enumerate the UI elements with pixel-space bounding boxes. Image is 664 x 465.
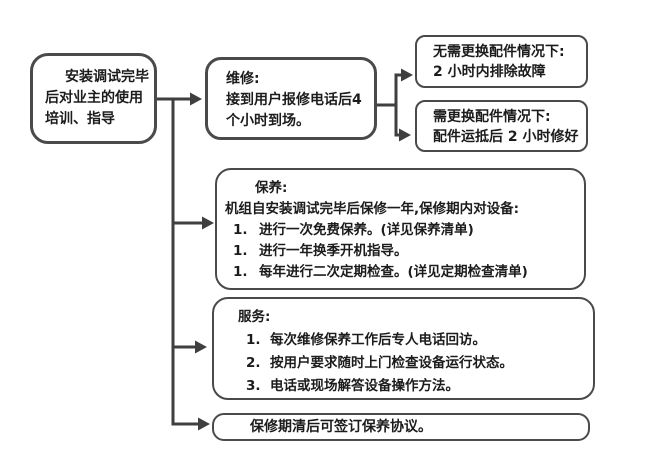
node-text-line: 个小时到场。 <box>226 113 310 129</box>
list-item-text: 按用户要求随时上门检查设备运行状态。 <box>270 355 513 371</box>
node-intro: 机组自安装调试完毕后保修一年,保修期内对设备: <box>225 201 520 217</box>
node-no-parts-case: 无需更换配件情况下: 2 小时内排除故障 <box>415 35 588 88</box>
node-text-line: 配件运抵后 2 小时修好 <box>433 129 579 145</box>
list-item-number: 2. <box>246 355 261 371</box>
node-title: 保养: <box>255 180 288 196</box>
node-text-line: 无需更换配件情况下: <box>433 44 565 60</box>
node-text-line: 保修期清后可签订保养协议。 <box>250 419 432 435</box>
node-text-line: 2 小时内排除故障 <box>433 64 546 80</box>
node-maintenance-agreement: 保修期清后可签订保养协议。 <box>212 413 590 441</box>
list-item-number: 1. <box>233 264 248 280</box>
node-text-line: 需更换配件情况下: <box>433 109 551 125</box>
node-installation-training: 安装调试完毕 后对业主的使用 培训、指导 <box>30 53 157 144</box>
node-text-line: 接到用户报修电话后4 <box>226 92 362 108</box>
node-text-line: 后对业主的使用 <box>45 90 143 106</box>
node-maintenance: 保养: 机组自安装调试完毕后保修一年,保修期内对设备: 1. 进行一次免费保养。… <box>215 168 586 290</box>
list-item-number: 1. <box>233 243 248 259</box>
list-item-number: 1. <box>233 222 248 238</box>
list-item: 2. 按用户要求随时上门检查设备运行状态。 <box>214 352 593 375</box>
node-parts-case: 需更换配件情况下: 配件运抵后 2 小时修好 <box>415 100 588 152</box>
list-item-text: 进行一次免费保养。(详见保养清单) <box>259 222 474 238</box>
list-item: 1. 每年进行二次定期检查。(详见定期检查清单) <box>217 262 584 283</box>
list-item-number: 1. <box>246 332 261 348</box>
node-service: 服务: 1. 每次维修保养工作后专人电话回访。 2. 按用户要求随时上门检查设备… <box>212 297 595 400</box>
node-text-line: 安装调试完毕 <box>65 69 149 85</box>
list-item: 1. 每次维修保养工作后专人电话回访。 <box>214 329 593 352</box>
list-item-number: 3. <box>246 378 261 394</box>
node-text-line: 培训、指导 <box>45 111 115 127</box>
node-title: 维修: <box>226 71 260 87</box>
node-title: 服务: <box>238 309 271 325</box>
list-item: 1. 进行一年换季开机指导。 <box>217 241 584 262</box>
list-item-text: 每次维修保养工作后专人电话回访。 <box>270 332 486 348</box>
list-item-text: 每年进行二次定期检查。(详见定期检查清单) <box>259 264 528 280</box>
list-item-text: 电话或现场解答设备操作方法。 <box>270 378 459 394</box>
list-item: 1. 进行一次免费保养。(详见保养清单) <box>217 220 584 241</box>
node-repair: 维修: 接到用户报修电话后4 个小时到场。 <box>205 57 377 140</box>
list-item: 3. 电话或现场解答设备操作方法。 <box>214 375 593 398</box>
list-item-text: 进行一年换季开机指导。 <box>259 243 408 259</box>
